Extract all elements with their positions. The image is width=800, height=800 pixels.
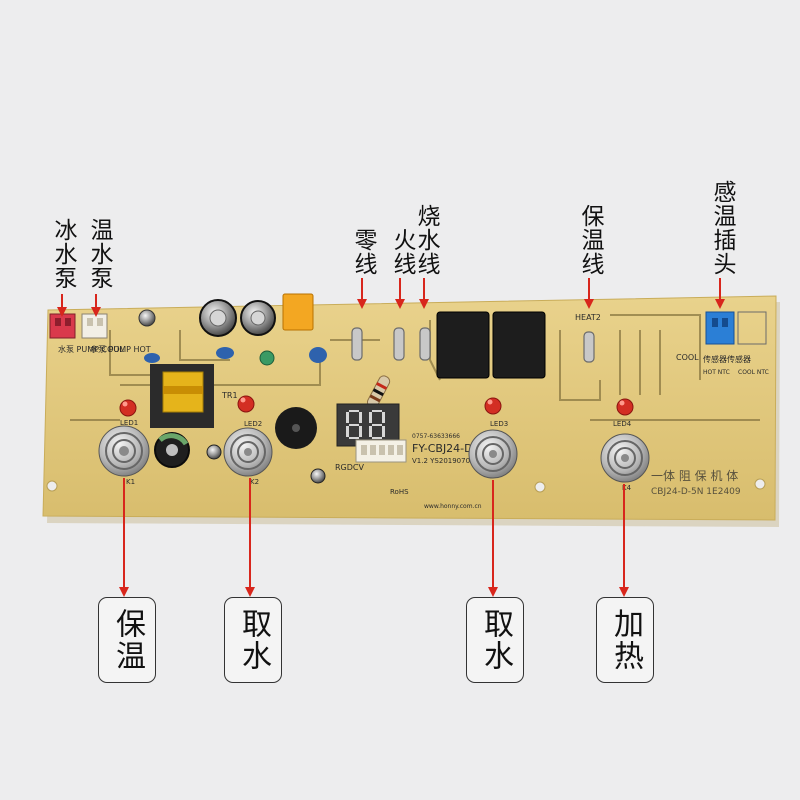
k2-silk: K2 [250,478,259,486]
label-take-water-button-1: 取水 [236,608,271,672]
wire-terminals [351,327,595,363]
k4-silk: K4 [622,484,632,492]
label-box-keep-warm: 保温 [98,597,156,683]
led4-silk: LED4 [613,420,632,428]
website-silk: www.honny.com.cn [424,503,482,510]
led-3 [484,397,502,415]
label-take-water-button-2: 取水 [478,608,513,672]
mount-hole-1 [46,480,58,492]
pump-hot-silk: 水泵 PUMP HOT [90,344,151,354]
led-4 [616,398,634,416]
spring-button-k2 [223,427,273,477]
small-capacitor-2 [206,444,222,460]
connector-silk: RGDCV [335,463,365,472]
ceramic-capacitor-1 [216,347,234,359]
pump-cool-silk: 水泵 PUMP COOL [58,344,125,354]
k1-silk: K1 [126,478,135,486]
spring-button-k4 [600,433,650,483]
mount-hole-2 [534,481,546,493]
label-sensor-plug: 感温插头 [709,180,735,276]
label-warm-pump: 温水泵 [86,218,112,290]
small-capacitor-1 [138,309,156,327]
label-ice-pump: 冰水泵 [50,218,76,290]
tr-silk: TR1 [221,391,238,400]
label-neutral-wire: 零线 [350,228,376,276]
mount-hole-3 [754,478,766,490]
sensor-cool-silk: COOL NTC [738,369,769,376]
led1-silk: LED1 [120,419,138,427]
label-live-wire: 火线 [389,228,415,276]
led2-silk: LED2 [244,420,262,428]
led3-silk: LED3 [490,420,508,428]
sensor-connector [705,311,735,345]
board-model-silk: FY-CBJ24-D [412,442,473,455]
label-box-heat: 加热 [596,597,654,683]
relay-1 [436,311,490,379]
sensor-footprint [737,311,767,345]
warm-pump-connector [81,313,108,339]
label-boil-wire: 烧水线 [413,204,439,276]
ceramic-capacitor-2 [309,347,327,363]
label-box-take-water-1: 取水 [224,597,282,683]
sensor-cn-silk: 传感器传感器 [703,354,751,364]
sensor-hot-silk: HOT NTC [703,369,730,376]
stamp-silk: 一体 阻 保 机 体 [651,469,738,483]
phone-silk: 0757-63633666 [412,433,460,440]
ice-pump-connector [49,313,76,339]
label-keep-warm-button: 保温 [110,608,145,672]
led-1 [119,399,137,417]
inductor-l1 [259,350,275,366]
spring-button-k1 [98,425,150,477]
label-keep-warm-wire: 保温线 [577,204,603,276]
x-capacitor [282,293,314,331]
label-heat-button: 加热 [608,608,643,672]
small-capacitor-3 [310,468,326,484]
seven-segment-display [336,403,400,447]
label-box-take-water-2: 取水 [466,597,524,683]
heat-silk: HEAT2 [575,313,601,322]
board-version-silk: V1.2 YS20190701 [412,457,475,465]
led-2 [237,395,255,413]
relay-2 [492,311,546,379]
batch-silk: CBJ24-D-5N 1E2409 [651,487,741,497]
ceramic-capacitor-3 [144,353,160,363]
rohs-silk: RoHS [390,488,409,496]
cool-silk: COOL [676,353,699,362]
spring-button-k3 [468,429,518,479]
